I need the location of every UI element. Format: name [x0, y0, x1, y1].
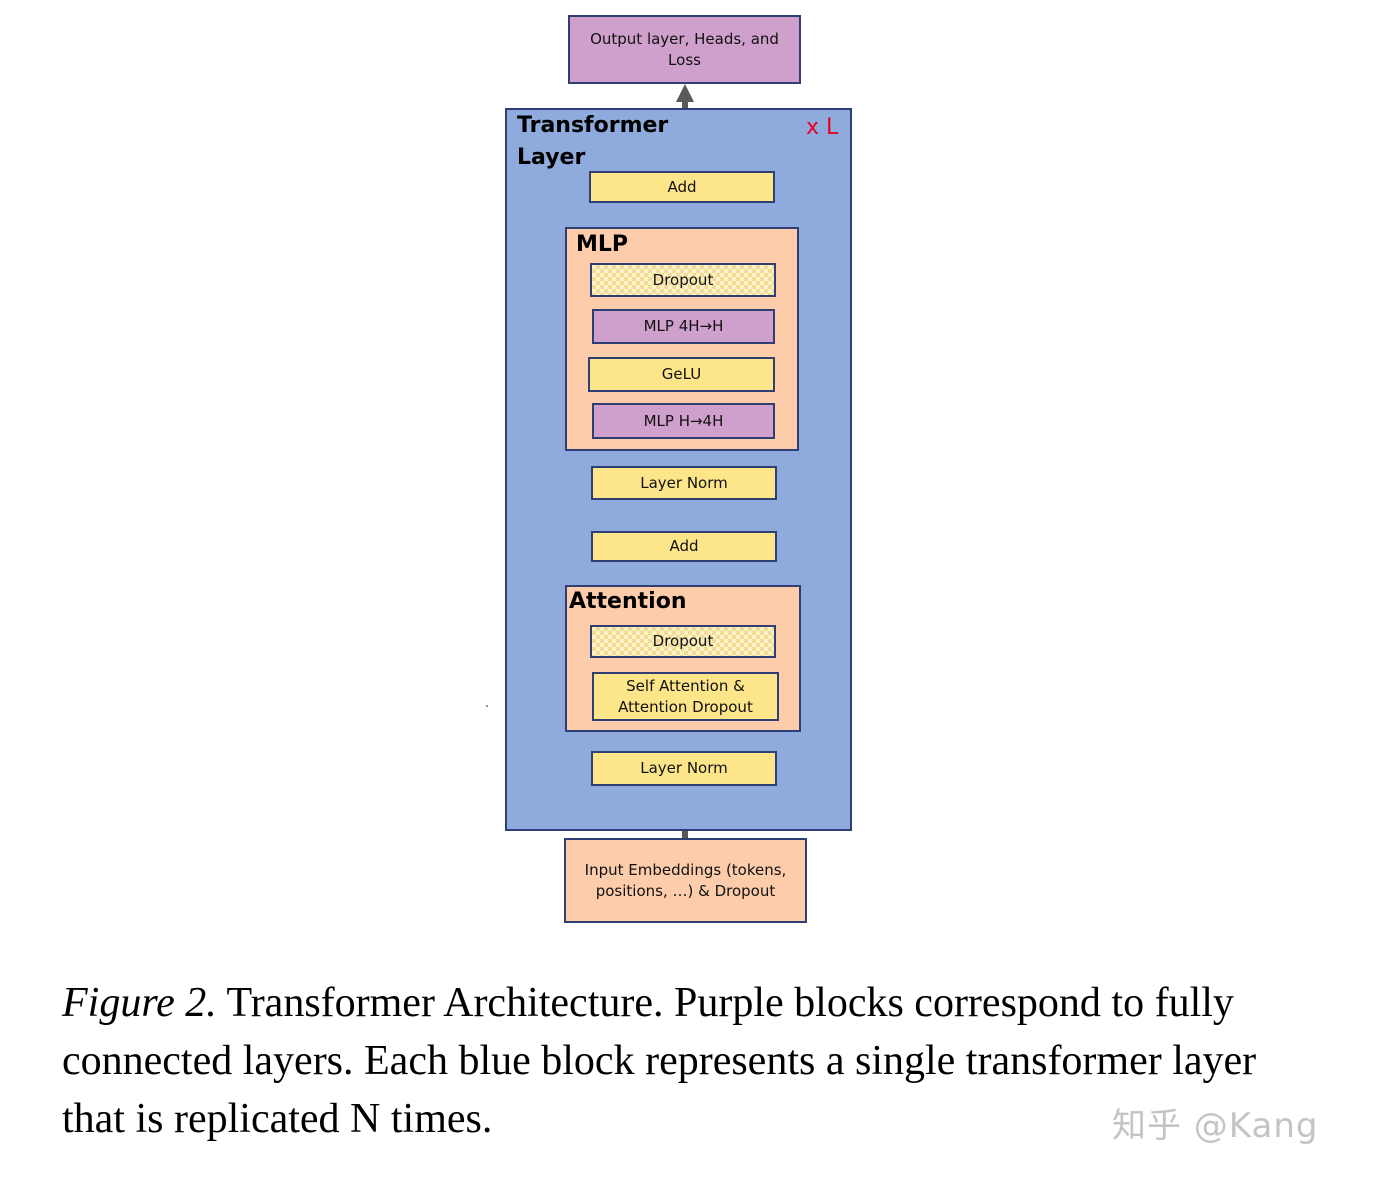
mlp-h-4h-box: MLP H→4H [592, 403, 775, 439]
output-layer-label: Output layer, Heads, and Loss [590, 29, 779, 69]
gelu-label: GeLU [661, 365, 702, 383]
transformer-layer-title: Transformer Layer [517, 113, 669, 170]
repeat-label: x L [806, 115, 839, 140]
attention-dropout-label: Dropout [652, 632, 714, 650]
attention-dropout-box: Dropout [590, 625, 776, 658]
output-layer-box: Output layer, Heads, and Loss [568, 15, 801, 84]
input-embeddings-box: Input Embeddings (tokens, positions, …) … [564, 838, 807, 923]
attention-title: Attention [569, 589, 687, 614]
self-attention-box: Self Attention & Attention Dropout [592, 672, 779, 721]
input-embeddings-label: Input Embeddings (tokens, positions, …) … [584, 860, 787, 900]
watermark: 知乎 @Kang [1112, 1106, 1319, 1146]
add-top-box: Add [589, 171, 775, 203]
layer-norm-bottom-box: Layer Norm [591, 751, 777, 786]
mlp-title: MLP [576, 232, 629, 257]
figure-caption-text: Transformer Architecture. Purple blocks … [62, 980, 1257, 1142]
mlp-dropout-label: Dropout [652, 270, 714, 289]
self-attention-label: Self Attention & Attention Dropout [618, 676, 753, 716]
layer-norm-bottom-label: Layer Norm [640, 759, 728, 777]
mlp-4h-h-box: MLP 4H→H [592, 309, 775, 344]
figure-label: Figure 2. [62, 980, 217, 1026]
figure-caption: Figure 2. Transformer Architecture. Purp… [62, 974, 1322, 1148]
add-bottom-label: Add [669, 537, 699, 555]
mlp-4h-h-label: MLP 4H→H [643, 317, 724, 335]
layer-norm-top-box: Layer Norm [591, 466, 777, 500]
stray-dot [486, 705, 488, 707]
mlp-dropout-box: Dropout [590, 263, 776, 297]
add-top-label: Add [667, 177, 697, 196]
mlp-h-4h-label: MLP H→4H [643, 411, 724, 430]
layer-norm-top-label: Layer Norm [640, 473, 728, 492]
arrowhead-add-to-output [676, 84, 694, 102]
add-bottom-box: Add [591, 531, 777, 562]
gelu-box: GeLU [588, 357, 775, 392]
